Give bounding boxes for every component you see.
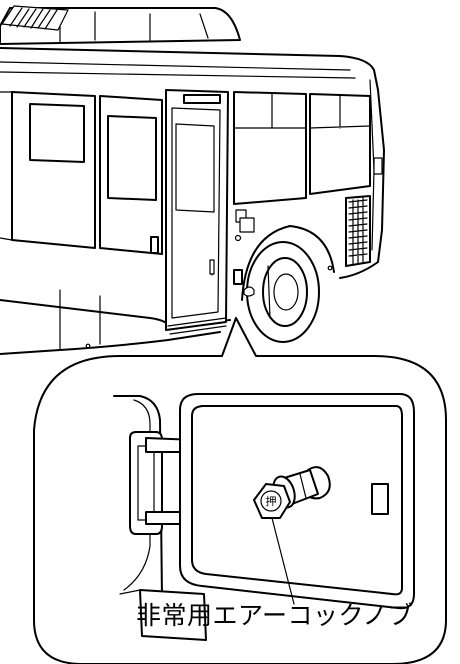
- side-bolt: [236, 236, 241, 241]
- callout-label: 非常用エアーコックノブ: [136, 601, 414, 630]
- skirt-edge: [0, 332, 220, 354]
- side-handle: [151, 237, 158, 253]
- small-fitting: [244, 287, 254, 296]
- air-cock-box-small: [234, 270, 242, 284]
- window-front-2-inner: [108, 116, 156, 200]
- door-sign: [184, 95, 220, 103]
- window-rear-1: [234, 92, 306, 204]
- window-front-1-inner: [30, 104, 84, 162]
- rear-bolt: [328, 266, 332, 270]
- window-edge: [0, 92, 12, 240]
- bus-body: [0, 6, 384, 354]
- push-button-label: 押: [266, 494, 277, 508]
- wheel-hub: [274, 274, 298, 310]
- lower-bolt: [86, 344, 90, 348]
- roof-lines: [0, 62, 355, 78]
- side-plate: [240, 218, 254, 232]
- hinge-inner: [138, 446, 154, 520]
- skirt-panels: [60, 290, 100, 350]
- door-latch-box: [210, 260, 214, 274]
- lid-latch: [372, 484, 388, 514]
- rear-lamp: [374, 158, 382, 174]
